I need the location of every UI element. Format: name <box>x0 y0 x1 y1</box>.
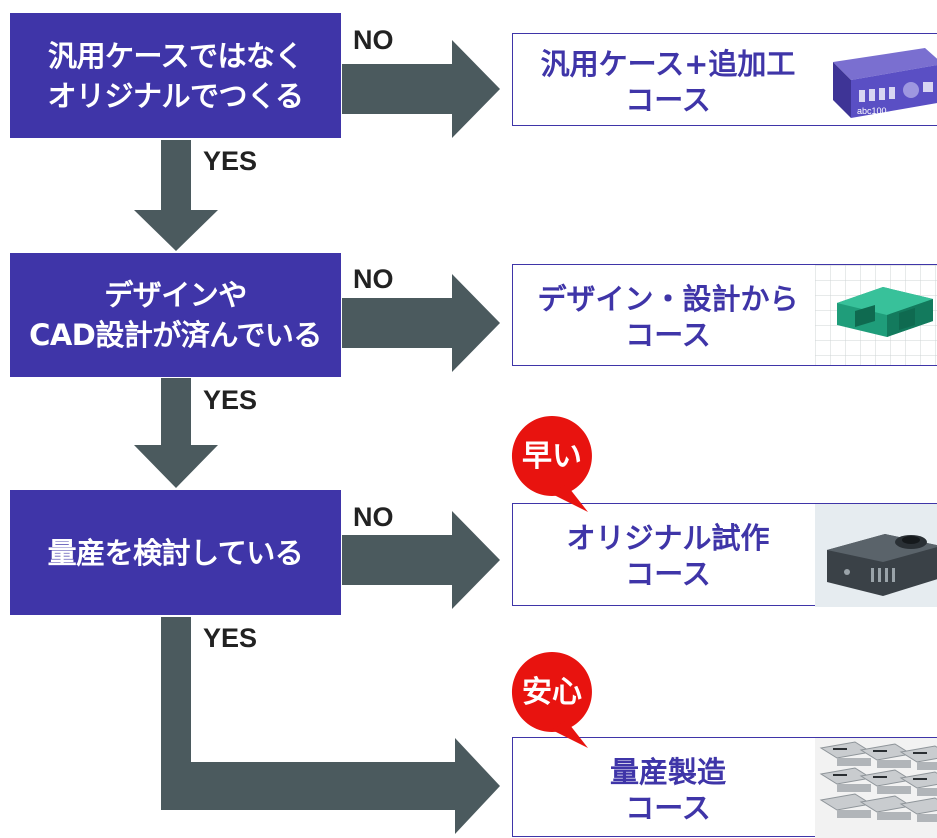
question-1-line-1: 汎用ケースではなく <box>47 38 304 73</box>
yes-arrow-3 <box>161 617 500 834</box>
prototype-case-image <box>815 504 937 607</box>
no-label-2: NO <box>353 264 394 294</box>
course-4-line-2: コース <box>625 791 711 825</box>
badge-fast: 早い <box>508 414 604 514</box>
course-design-from-scratch[interactable]: デザイン・設計から コース <box>512 264 937 366</box>
badge-reliable: 安心 <box>508 650 604 750</box>
course-2-line-1: デザイン・設計から <box>537 282 799 316</box>
yes-label-3: YES <box>203 623 258 653</box>
course-2-line-2: コース <box>625 318 711 352</box>
yes-label-1: YES <box>203 146 258 176</box>
course-mass-production[interactable]: 量産製造 コース <box>512 737 937 838</box>
question-3-line-1: 量産を検討している <box>47 535 304 570</box>
question-2-line-2: CAD設計が済んでいる <box>29 318 322 352</box>
no-arrow-3 <box>342 511 500 609</box>
yes-arrow-2 <box>134 378 218 488</box>
question-cad-done: デザインや CAD設計が済んでいる <box>10 253 341 377</box>
question-original-case: 汎用ケースではなく オリジナルでつくる <box>10 13 341 138</box>
question-2-line-1: デザインや <box>104 278 247 312</box>
no-label-3: NO <box>353 502 394 532</box>
yes-arrow-1 <box>134 140 218 251</box>
course-generic-case[interactable]: 汎用ケース+追加工 コース abc100 <box>512 33 937 126</box>
no-arrow-2 <box>342 274 500 372</box>
device-label: abc100 <box>857 106 887 116</box>
course-4-line-1: 量産製造 <box>609 755 726 789</box>
yes-label-2: YES <box>203 385 258 415</box>
question-1-line-2: オリジナルでつくる <box>47 78 304 113</box>
course-original-prototype[interactable]: オリジナル試作 コース <box>512 503 937 607</box>
course-3-line-1: オリジナル試作 <box>566 521 770 555</box>
course-1-line-1: 汎用ケース+追加工 <box>540 47 796 81</box>
mass-produced-cases-image <box>815 738 937 838</box>
no-label-1: NO <box>353 25 394 55</box>
cad-part-image <box>815 265 937 365</box>
badge-reliable-text: 安心 <box>522 675 582 710</box>
no-arrow-1 <box>342 40 500 138</box>
course-3-line-2: コース <box>625 557 711 591</box>
course-1-line-2: コース <box>625 83 711 117</box>
generic-case-device-image: abc100 <box>815 42 937 120</box>
badge-fast-text: 早い <box>522 439 582 474</box>
question-mass-production: 量産を検討している <box>10 490 341 615</box>
